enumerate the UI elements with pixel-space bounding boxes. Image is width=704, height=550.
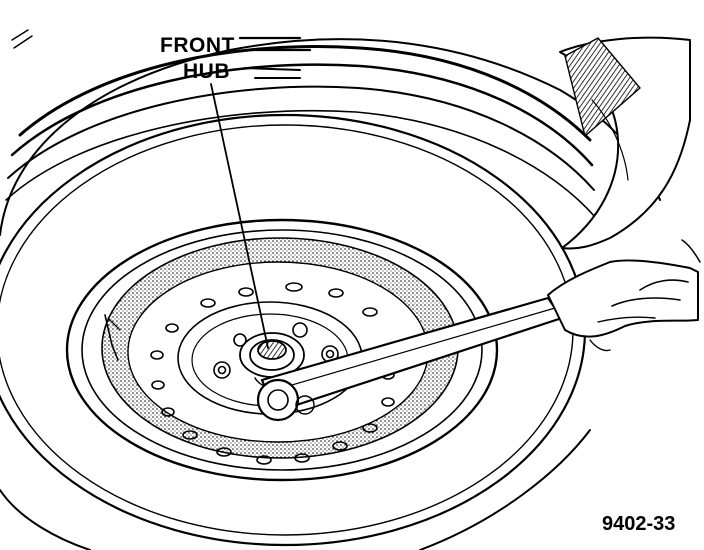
callout-label-hub: HUB	[183, 60, 230, 83]
lug-nuts	[213, 322, 339, 379]
rim-holes	[150, 282, 395, 465]
hand	[547, 259, 699, 352]
callout-label-front: FRONT	[160, 34, 235, 57]
callout-leader-line	[210, 83, 269, 349]
jacket-cuff	[559, 36, 691, 250]
figure-number: 9402-33	[602, 513, 676, 535]
